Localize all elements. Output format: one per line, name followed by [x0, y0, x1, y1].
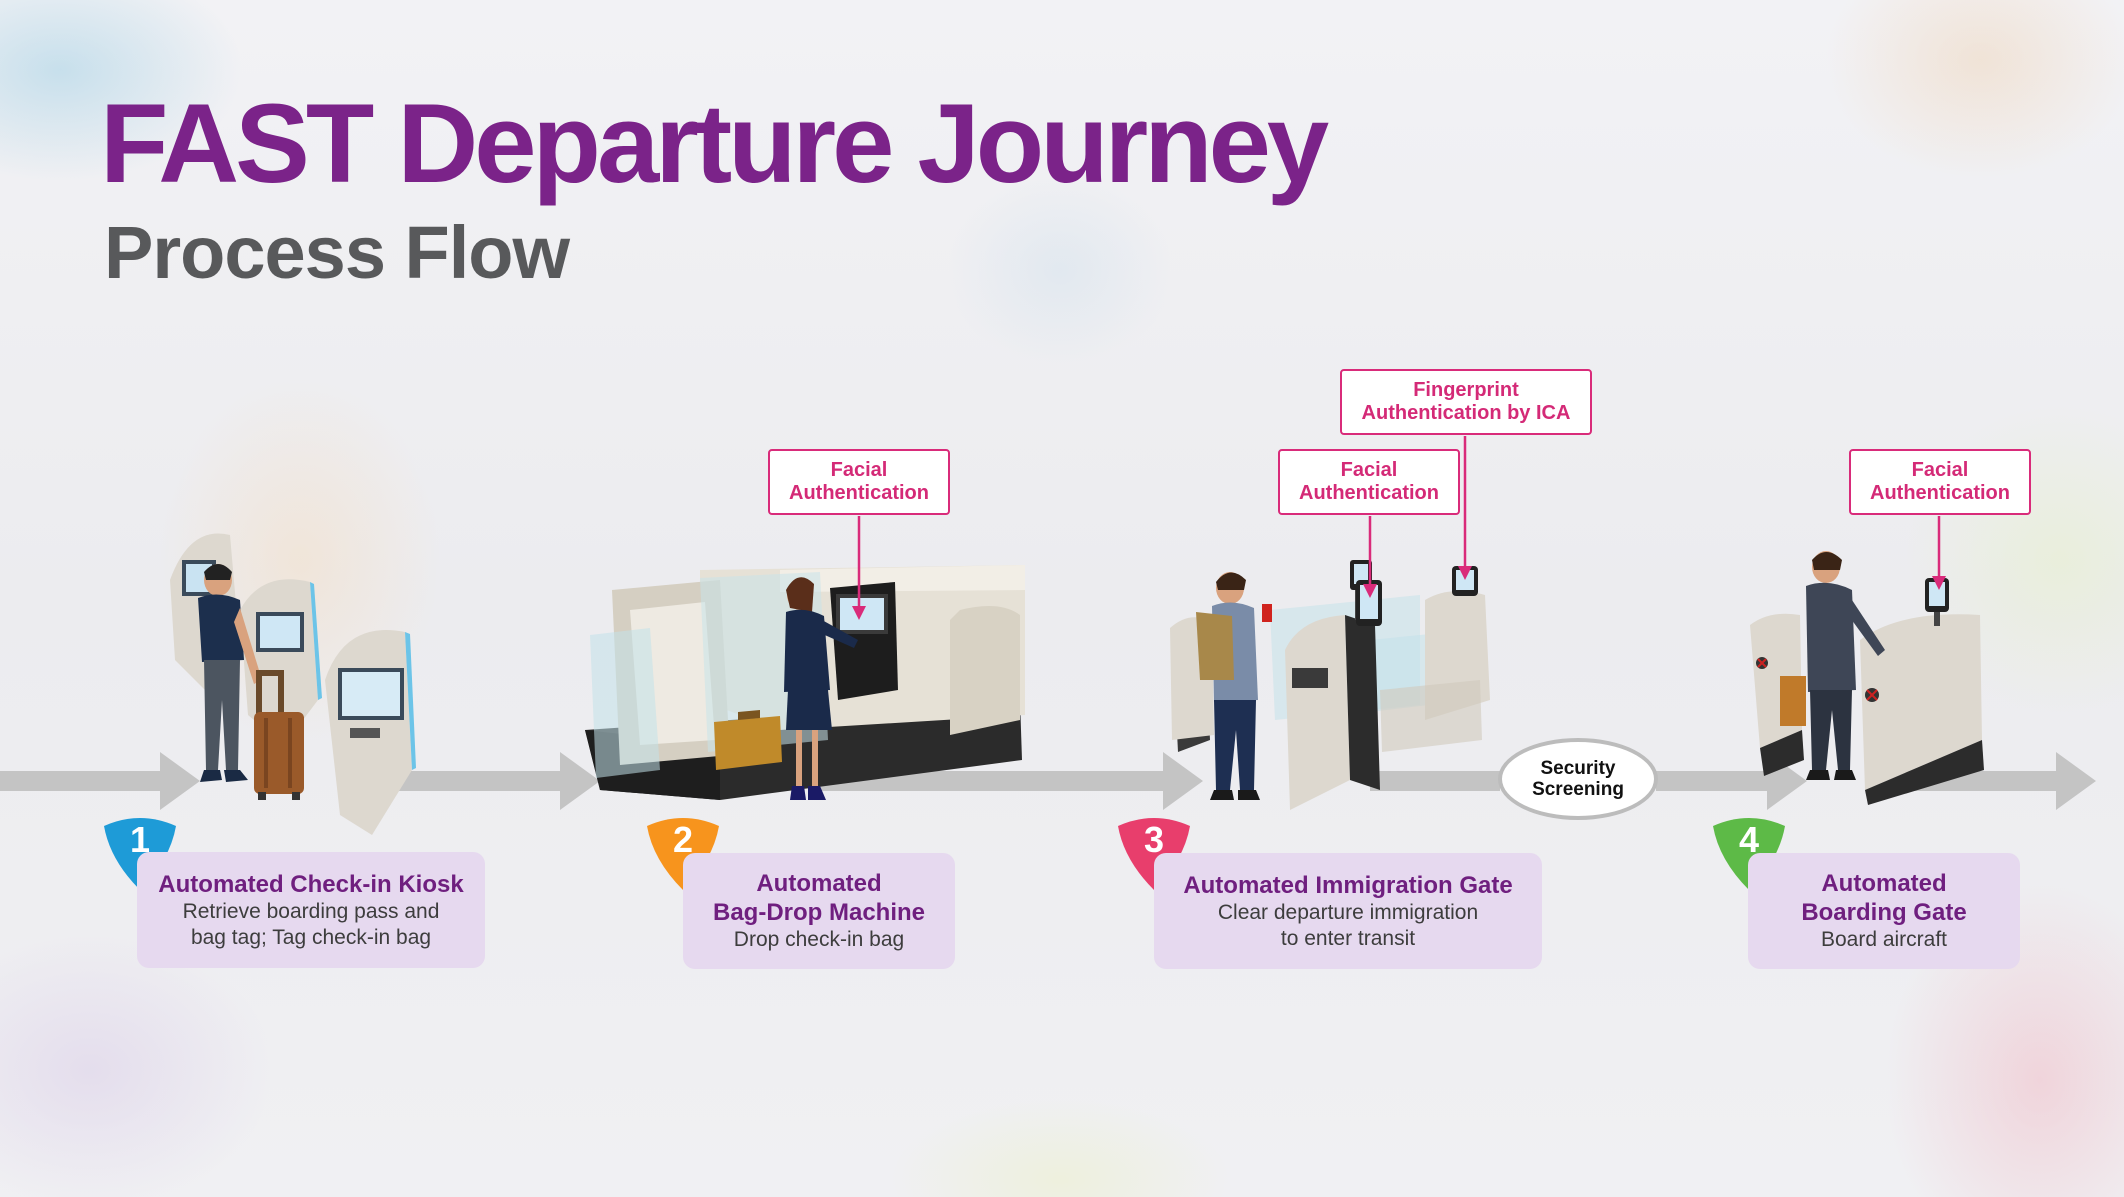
bag-drop-facial-authentication-label: Facial Authentication — [768, 449, 950, 515]
boarding-gate-right — [1860, 614, 1984, 805]
step-2-badge-shape — [647, 818, 719, 890]
flow-arrow-3 — [820, 752, 1203, 810]
traveler-3 — [1196, 572, 1272, 800]
step-title: Automated Bag-Drop Machine — [683, 869, 955, 927]
step-description: Retrieve boarding pass and bag tag; Tag … — [137, 899, 485, 951]
suitcase-1 — [254, 670, 304, 800]
security-screening-label: Security Screening — [1498, 738, 1658, 820]
step-number: 4 — [1738, 819, 1760, 860]
step-desc-line: Board aircraft — [1820, 928, 1948, 951]
flow-arrow-1 — [0, 752, 200, 810]
traveler-2 — [784, 577, 858, 800]
step-1-card: Automated Check-in Kiosk Retrieve boardi… — [137, 852, 485, 968]
step-badge-shapes — [104, 818, 1785, 890]
step-3-badge-shape — [1118, 818, 1190, 890]
bag-drop-machine-illustration — [585, 565, 1025, 800]
bag-drop-kiosk — [830, 582, 898, 700]
security-label-line: Security — [1540, 758, 1616, 779]
step-desc-line: to enter transit — [1280, 926, 1416, 950]
step-title-line: Bag-Drop Machine — [712, 899, 925, 926]
step-2-card: Automated Bag-Drop Machine Drop check-in… — [683, 853, 955, 969]
step-4-card: Automated Boarding Gate Board aircraft — [1748, 853, 2020, 969]
step-title: Automated Check-in Kiosk — [137, 870, 485, 899]
step-number: 2 — [672, 819, 694, 860]
step-1-badge: 1 — [104, 812, 176, 884]
traveler-1 — [198, 564, 262, 782]
boarding-facial-authentication-label: Facial Authentication — [1849, 449, 2031, 515]
page-subtitle: Process Flow — [104, 211, 570, 294]
auth-label-line: Facial — [830, 459, 888, 481]
auth-label-line: Authentication by ICA — [1361, 402, 1571, 424]
step-description: Board aircraft — [1748, 927, 2020, 953]
security-label-line: Screening — [1532, 779, 1624, 800]
immigration-gate-illustration — [1170, 560, 1490, 810]
auth-label-line: Fingerprint — [1413, 379, 1519, 401]
auth-label-line: Facial — [1340, 459, 1398, 481]
flow-arrow-6 — [1900, 752, 2096, 810]
step-number: 3 — [1143, 819, 1165, 860]
step-3-badge: 3 — [1118, 812, 1190, 884]
step-title-line: Boarding Gate — [1801, 899, 1967, 926]
step-desc-line: bag tag; Tag check-in bag — [190, 925, 432, 949]
flow-arrow-4 — [1370, 771, 1500, 791]
step-description: Clear departure immigration to enter tra… — [1154, 900, 1542, 952]
step-title: Automated Immigration Gate — [1154, 871, 1542, 900]
traveler-4 — [1780, 551, 1885, 780]
gate-front-left — [1285, 615, 1380, 810]
step-desc-line: Clear departure immigration — [1217, 900, 1479, 924]
immigration-facial-authentication-label: Facial Authentication — [1278, 449, 1460, 515]
callout-connectors — [852, 436, 1946, 620]
step-4-badge-shape — [1713, 818, 1785, 890]
step-title-line: Automated — [756, 870, 882, 897]
step-1-badge-shape — [104, 818, 176, 890]
immigration-fingerprint-authentication-label: Fingerprint Authentication by ICA — [1340, 369, 1592, 435]
boarding-gate-illustration — [1750, 551, 1984, 805]
check-in-kiosk-illustration — [170, 533, 416, 835]
step-3-card: Automated Immigration Gate Clear departu… — [1154, 853, 1542, 969]
step-title-line: Automated — [1821, 870, 1947, 897]
step-2-badge: 2 — [647, 812, 719, 884]
gate-front-right — [1380, 591, 1490, 752]
auth-label-line: Authentication — [1299, 482, 1439, 504]
step-title: Automated Boarding Gate — [1748, 869, 2020, 927]
step-desc-line: Drop check-in bag — [733, 928, 905, 951]
step-title-line: Automated Check-in Kiosk — [158, 870, 464, 898]
auth-label-line: Authentication — [1870, 482, 2010, 504]
flow-arrow-2 — [390, 752, 600, 810]
kiosk-front — [325, 630, 416, 835]
suitcase-2 — [714, 710, 782, 770]
step-number: 1 — [129, 819, 151, 860]
face-camera-4 — [1925, 578, 1949, 626]
step-title-line: Automated Immigration Gate — [1183, 871, 1513, 899]
step-4-badge: 4 — [1713, 812, 1785, 884]
step-description: Drop check-in bag — [683, 927, 955, 953]
auth-label-line: Authentication — [789, 482, 929, 504]
page-title: FAST Departure Journey — [100, 81, 1329, 206]
step-desc-line: Retrieve boarding pass and — [182, 899, 440, 923]
auth-label-line: Facial — [1911, 459, 1969, 481]
face-camera-2 — [1356, 580, 1382, 626]
